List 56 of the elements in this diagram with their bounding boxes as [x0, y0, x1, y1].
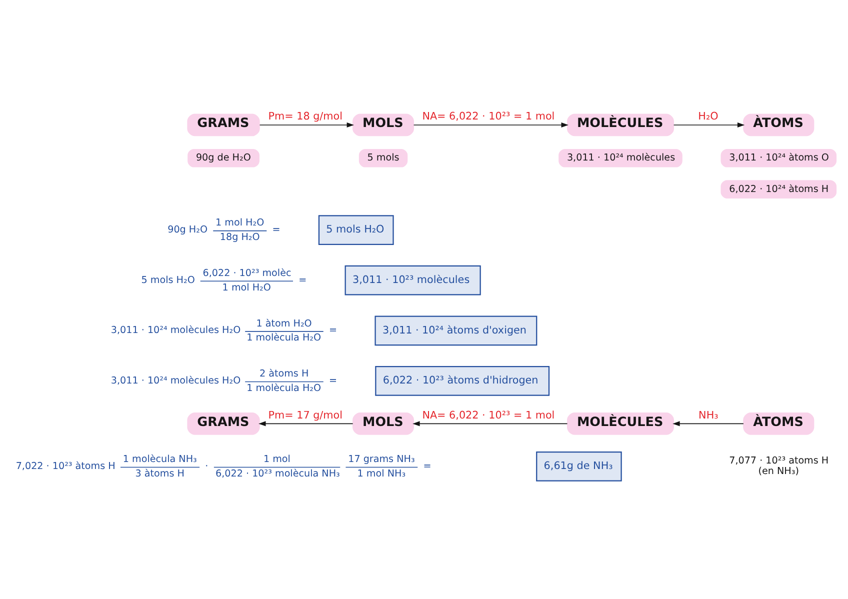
edge-label: H₂O — [698, 110, 718, 123]
label: 5 mols H₂O — [141, 274, 195, 286]
label: 1 molècula NH₃ — [122, 454, 197, 466]
node-box: MOLÈCULES — [566, 114, 674, 136]
label: = — [272, 224, 280, 236]
node-box: GRAMS — [187, 114, 260, 136]
node-box: ÀTOMS — [743, 114, 814, 136]
label: = — [298, 274, 307, 286]
label: = — [328, 375, 337, 386]
label: 1 molècula H₂O — [246, 332, 322, 344]
arrow — [259, 122, 354, 128]
arrow — [413, 122, 568, 128]
label: 1 molècula H₂O — [246, 383, 322, 394]
node-box: MOLS — [352, 412, 414, 435]
label: 1 mol — [263, 454, 290, 466]
edge-label: NH₃ — [698, 409, 718, 422]
node-box: 5 mols — [358, 148, 408, 168]
label: 90g H₂O — [168, 224, 208, 236]
node-box: MOLS — [352, 114, 414, 136]
label: 3 àtoms H — [135, 468, 184, 480]
edge-label: NA= 6,022 · 10²³ = 1 mol — [422, 409, 555, 422]
edge-label: Pm= 18 g/mol — [268, 110, 343, 123]
node-box: ÀTOMS — [743, 412, 814, 435]
node-box: 3,011 · 10²⁴ molècules — [558, 148, 682, 168]
label: 6,022 · 10²³ molèc — [202, 268, 292, 280]
arrow — [412, 421, 568, 426]
arrow — [672, 421, 744, 426]
node-box: MOLÈCULES — [566, 412, 674, 435]
node-box: 90g de H₂O — [188, 148, 260, 168]
node-box: 6,022 · 10²⁴ àtoms H — [720, 180, 837, 198]
label: 18g H₂O — [220, 232, 260, 244]
label: · — [205, 460, 208, 472]
label: 1 mol H₂O — [222, 282, 271, 294]
label: 1 mol H₂O — [216, 218, 264, 229]
label: 2 àtoms H — [259, 368, 309, 380]
node-box: GRAMS — [187, 412, 260, 435]
node-box: 3,011 · 10²³ molècules — [344, 265, 481, 296]
edge-label: NA= 6,022 · 10²³ = 1 mol — [422, 110, 555, 123]
label: = — [328, 325, 337, 336]
arrow — [258, 421, 354, 426]
label: 7,022 · 10²³ àtoms H — [16, 460, 116, 472]
label: = — [423, 460, 432, 472]
label: 1 mol NH₃ — [357, 468, 406, 480]
node-box: 3,011 · 10²⁴ àtoms d'oxigen — [374, 316, 538, 346]
label: 3,011 · 10²⁴ molècules H₂O — [110, 375, 241, 386]
node-label: 7,077 · 10²³ atoms H (en NH₃) — [729, 456, 829, 478]
node-box: 5 mols H₂O — [318, 215, 394, 245]
label: 1 àtom H₂O — [256, 318, 312, 330]
label: 3,011 · 10²⁴ molècules H₂O — [110, 325, 241, 336]
node-box: 6,022 · 10²³ àtoms d'hidrogen — [375, 366, 550, 396]
edge-label: Pm= 17 g/mol — [268, 409, 343, 422]
label: 17 grams NH₃ — [348, 454, 415, 466]
arrow — [673, 122, 745, 128]
node-box: 3,011 · 10²⁴ àtoms O — [720, 148, 837, 168]
label: 6,022 · 10²³ molècula NH₃ — [216, 468, 340, 480]
node-box: 6,61g de NH₃ — [536, 452, 622, 482]
